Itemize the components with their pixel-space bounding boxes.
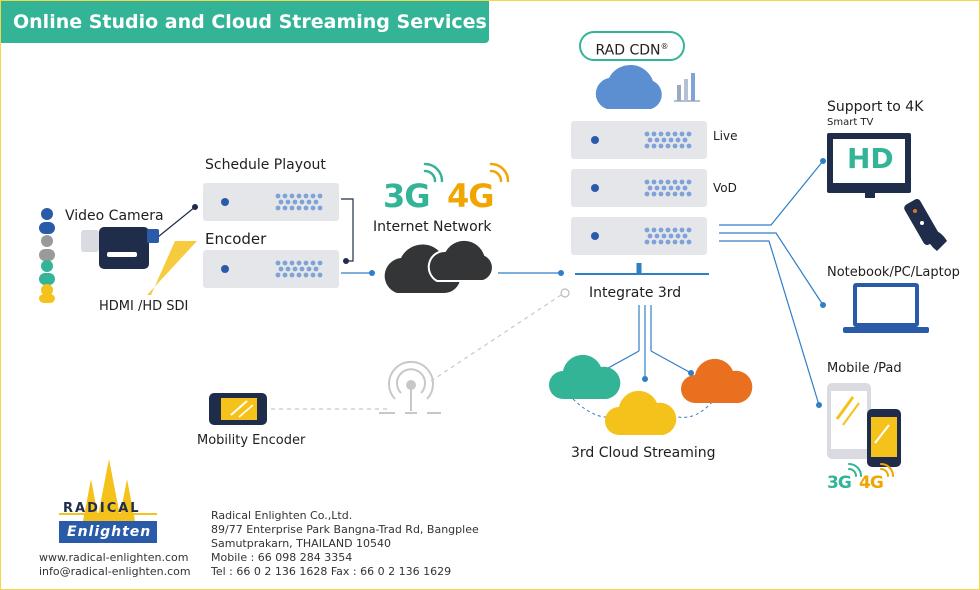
server-mobile-line: [719, 240, 820, 406]
cloud-tree-right: [650, 350, 692, 374]
video-camera-label: Video Camera: [65, 208, 164, 224]
phone-icon: [867, 409, 901, 467]
connector-dot: [820, 302, 826, 308]
tablet-icon: [827, 383, 871, 459]
email-link[interactable]: info@radical-enlighten.com: [39, 565, 191, 578]
camera-playout-line: [152, 206, 196, 242]
3rd-cloud-streaming-label: 3rd Cloud Streaming: [571, 445, 716, 461]
server-icon: [571, 121, 707, 159]
connector-dot: [642, 376, 648, 382]
connector-dot: [816, 402, 822, 408]
company-mobile: Mobile : 66 098 284 3354: [211, 551, 353, 564]
hdmi-label: HDMI /HD SDI: [99, 299, 189, 314]
video-camera-icon: [81, 227, 197, 295]
mobile-pad-label: Mobile /Pad: [827, 361, 902, 376]
connector-dot: [688, 370, 694, 376]
server-icon: [571, 217, 707, 255]
cloud-icon: [681, 358, 753, 403]
registered-mark: ®: [660, 42, 669, 51]
rad-cdn-badge: RAD CDN®: [579, 31, 685, 61]
company-logo: [59, 459, 157, 543]
antenna-integrate-line: [430, 294, 562, 382]
server-laptop-line: [719, 232, 824, 306]
integrate-3rd-label: Integrate 3rd: [589, 285, 682, 301]
tv-icon: [827, 133, 911, 198]
notebook-label: Notebook/PC/Laptop: [827, 265, 960, 280]
server-icon: [203, 183, 339, 221]
signal-icon: [423, 162, 510, 183]
page-title: Online Studio and Cloud Streaming Servic…: [1, 1, 489, 43]
server-icon: [203, 250, 339, 288]
company-address-2: Samutprakarn, THAILAND 10540: [211, 537, 392, 550]
cloud-icon: [549, 354, 621, 399]
company-address-1: 89/77 Enterprise Park Bangna-Trad Rd, Ba…: [211, 523, 479, 536]
cloud-icon: [595, 64, 662, 109]
playout-encoder-bracket: [341, 198, 354, 262]
3g-badge: 3G: [383, 177, 431, 215]
antenna-icon: [379, 360, 441, 414]
people-icon: [39, 208, 55, 303]
device-4g-badge: 4G: [859, 473, 884, 493]
remote-icon: [904, 199, 947, 251]
schedule-playout-label: Schedule Playout: [205, 157, 326, 173]
website-link[interactable]: www.radical-enlighten.com: [39, 551, 189, 564]
connector-dot: [192, 204, 198, 210]
company-name: Radical Enlighten Co.,Ltd.: [211, 509, 353, 522]
support-4k-label: Support to 4K: [827, 99, 924, 115]
server-icon: [571, 169, 707, 207]
internet-network-label: Internet Network: [373, 219, 492, 235]
live-label: Live: [713, 129, 738, 143]
4g-badge: 4G: [447, 177, 495, 215]
vod-label: VoD: [713, 181, 737, 195]
signal-icon: [848, 463, 894, 477]
server-tv-line: [719, 160, 824, 226]
cloud-icon: [605, 390, 677, 435]
cloud-dashed-arc: [572, 398, 714, 418]
connector-ring: [560, 288, 570, 298]
connectors: [152, 158, 826, 418]
encoder-label: Encoder: [205, 230, 267, 248]
laptop-icon: [843, 283, 929, 333]
rad-cdn-label: RAD CDN: [595, 42, 661, 59]
company-tel-fax: Tel : 66 0 2 136 1628 Fax : 66 0 2 136 1…: [211, 565, 452, 578]
bar-chart-icon: [674, 73, 700, 102]
hd-badge: HD: [847, 142, 894, 175]
device-3g-badge: 3G: [827, 473, 852, 493]
smart-tv-label: Smart TV: [827, 117, 874, 128]
cloud-icon: [384, 238, 494, 294]
connector-dot: [558, 270, 564, 276]
phone-icon: [209, 393, 267, 425]
logo-line1: RADICAL: [63, 501, 141, 516]
logo-line2: Enlighten: [67, 524, 152, 540]
connector-dot: [820, 158, 826, 164]
connector-dot: [369, 270, 375, 276]
mobility-encoder-label: Mobility Encoder: [197, 433, 306, 448]
connector-dot: [343, 258, 349, 264]
